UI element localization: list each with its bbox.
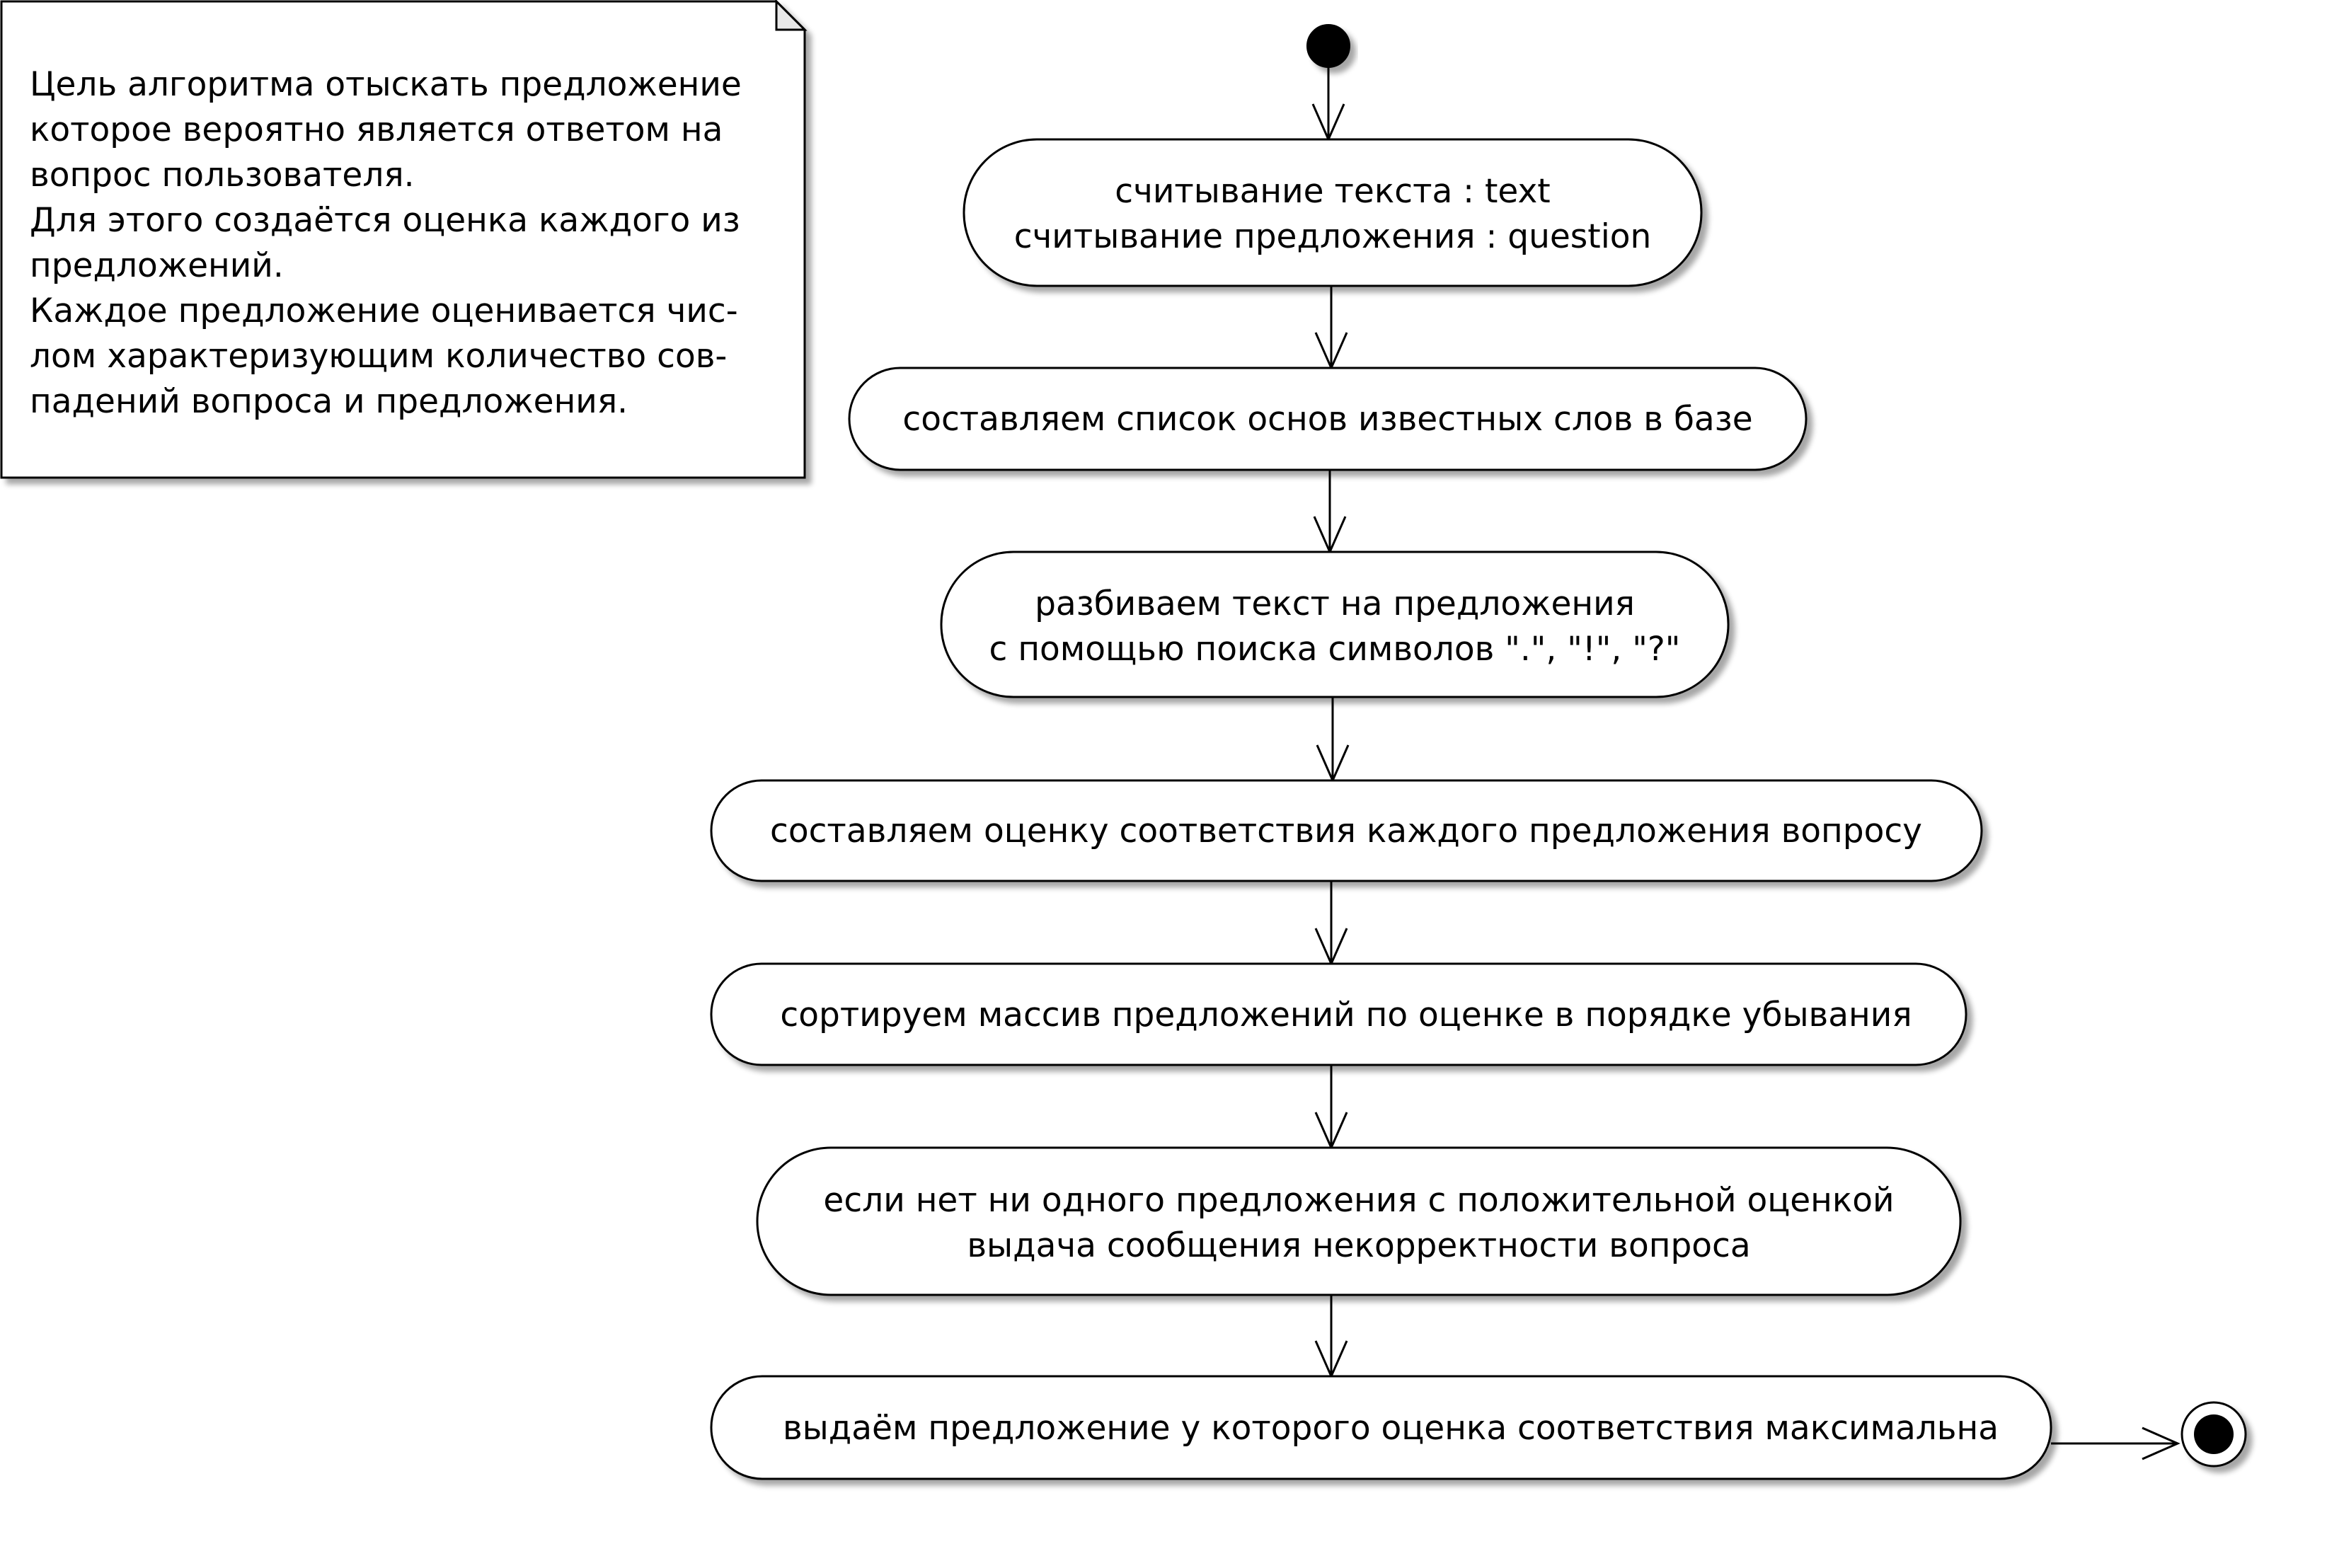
activity-box bbox=[848, 367, 1808, 471]
activity-build-stem-list: составляем список основ известных слов в… bbox=[848, 367, 1808, 471]
activity-box bbox=[710, 962, 1967, 1066]
note-line: падений вопроса и предложения. bbox=[30, 382, 628, 421]
activity-box bbox=[756, 1146, 1962, 1296]
note-corner-fold bbox=[775, 0, 808, 31]
arrow-head bbox=[2142, 1426, 2181, 1460]
note-line: Каждое предложение оценивается чис- bbox=[30, 292, 738, 330]
activity-label: выдача сообщения некорректности вопроса bbox=[967, 1226, 1750, 1265]
end-node-inner-dot bbox=[2194, 1414, 2234, 1454]
activity-read-input: считывание текста : text считывание пред… bbox=[963, 138, 1703, 287]
note-line: Для этого создаётся оценка каждого из bbox=[30, 201, 740, 240]
activity-box bbox=[940, 550, 1730, 698]
start-node bbox=[1306, 24, 1350, 68]
activity-score-sentences: составляем оценку соответствия каждого п… bbox=[710, 779, 1983, 882]
activity-sort-sentences: сортируем массив предложений по оценке в… bbox=[710, 962, 1967, 1066]
activity-box bbox=[710, 779, 1983, 882]
activity-label: составляем оценку соответствия каждого п… bbox=[770, 812, 1922, 851]
activity-label: с помощью поиска символов ".", "!", "?" bbox=[989, 630, 1681, 669]
activity-box bbox=[963, 138, 1703, 287]
end-node bbox=[2181, 1401, 2247, 1468]
activity-label: считывание предложения : question bbox=[1014, 217, 1652, 256]
activity-label: сортируем массив предложений по оценке в… bbox=[780, 996, 1912, 1034]
activity-output-best-sentence: выдаём предложение у которого оценка соо… bbox=[710, 1375, 2052, 1480]
activity-check-positive-score: если нет ни одного предложения с положит… bbox=[756, 1146, 1962, 1296]
activity-label: составляем список основ известных слов в… bbox=[902, 400, 1752, 439]
activity-label: считывание текста : text bbox=[1115, 172, 1550, 211]
note-shape bbox=[0, 0, 806, 479]
activity-box bbox=[710, 1375, 2052, 1480]
activity-label: если нет ни одного предложения с положит… bbox=[823, 1181, 1894, 1220]
activity-label: разбиваем текст на предложения bbox=[1035, 584, 1635, 623]
note-line: которое вероятно является ответом на bbox=[30, 110, 723, 149]
note: Цель алгоритма отыскать предложение кото… bbox=[0, 0, 808, 479]
note-line: лом характеризующим количество сов- bbox=[30, 337, 727, 376]
note-line: Цель алгоритма отыскать предложение bbox=[30, 65, 742, 104]
activity-split-sentences: разбиваем текст на предложения с помощью… bbox=[940, 550, 1730, 698]
note-line: предложений. bbox=[30, 246, 284, 285]
note-line: вопрос пользователя. bbox=[30, 156, 415, 195]
activity-label: выдаём предложение у которого оценка соо… bbox=[783, 1409, 1999, 1448]
